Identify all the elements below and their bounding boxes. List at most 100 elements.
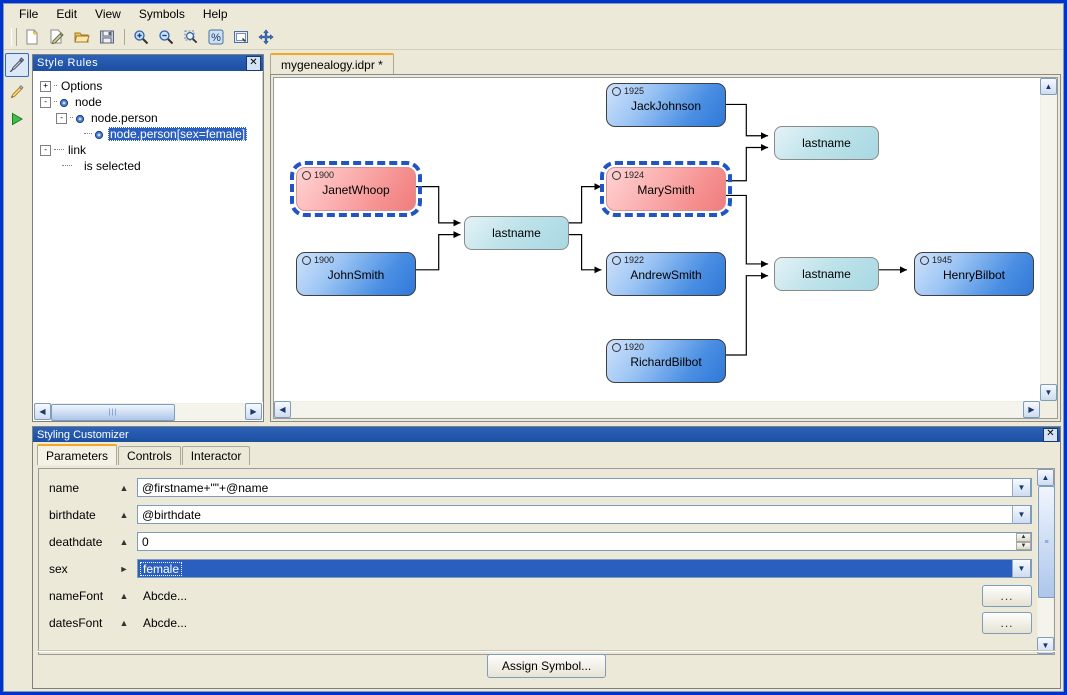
deathdate-value: 0	[142, 534, 149, 549]
zoom-percent-icon[interactable]: %	[204, 25, 228, 49]
collapse-toggle-icon[interactable]: -	[40, 96, 51, 108]
new-document-icon[interactable]	[20, 25, 44, 49]
scroll-up-arrow-icon[interactable]: ▲	[1040, 78, 1057, 95]
sex-field[interactable]: female ▼	[137, 559, 1032, 578]
zoom-fit-icon[interactable]	[229, 25, 253, 49]
menu-item-file[interactable]: File	[19, 7, 39, 21]
namefont-chooser-button[interactable]: ...	[982, 584, 1032, 607]
tree-item-node[interactable]: - node	[40, 94, 262, 110]
scroll-up-arrow-icon[interactable]: ▲	[1037, 469, 1054, 486]
expand-toggle-icon[interactable]: +	[40, 80, 51, 92]
stepper-down-icon[interactable]: ▼	[1016, 541, 1031, 550]
open-folder-icon[interactable]	[70, 25, 94, 49]
close-icon[interactable]: ✕	[1043, 427, 1058, 442]
parameter-row-birthdate: birthdate ▲ @birthdate ▼	[39, 502, 1037, 527]
new-from-wizard-icon[interactable]	[45, 25, 69, 49]
diagram-node-johnsmith[interactable]: 1900 JohnSmith	[296, 252, 416, 296]
sort-arrow-icon[interactable]: ▲	[119, 590, 129, 601]
tree-item-options[interactable]: + Options	[40, 78, 262, 94]
tree-item-is-selected[interactable]: is selected	[40, 158, 262, 174]
deathdate-field[interactable]: 0 ▲ ▼	[137, 532, 1032, 551]
diagram-node-henrybilbot[interactable]: 1945 HenryBilbot	[914, 252, 1034, 296]
chevron-down-icon[interactable]: ▼	[1012, 478, 1031, 497]
chevron-down-icon[interactable]: ▼	[1012, 559, 1031, 578]
node-birthyear: 1900	[302, 255, 334, 265]
node-label: lastname	[802, 136, 851, 150]
diagram-node-andrewsmith[interactable]: 1922 AndrewSmith	[606, 252, 726, 296]
hscroll-track[interactable]	[291, 402, 1023, 417]
hscroll-track[interactable]: |||	[51, 404, 245, 421]
toolbar-grip[interactable]	[11, 27, 17, 46]
style-rules-hscrollbar[interactable]: ◀ ||| ▶	[34, 403, 262, 421]
diagram-node-lastname-3[interactable]: lastname	[774, 257, 879, 291]
scroll-left-arrow-icon[interactable]: ◀	[34, 403, 51, 420]
stepper-up-icon[interactable]: ▲	[1016, 533, 1031, 542]
collapse-toggle-icon[interactable]: -	[40, 144, 51, 156]
birth-ring-icon	[612, 170, 621, 180]
scroll-right-arrow-icon[interactable]: ▶	[245, 403, 262, 420]
birthdate-field[interactable]: @birthdate ▼	[137, 505, 1032, 524]
brush-tool[interactable]	[5, 53, 29, 77]
diagram-canvas[interactable]: 1925 JackJohnson 1900 JanetWhoop	[273, 77, 1058, 419]
scroll-down-arrow-icon[interactable]: ▼	[1037, 637, 1054, 654]
vscroll-track[interactable]: ≡	[1038, 486, 1055, 637]
menu-item-help[interactable]: Help	[202, 7, 228, 21]
zoom-in-icon[interactable]	[129, 25, 153, 49]
zoom-area-icon[interactable]	[179, 25, 203, 49]
birth-ring-icon	[920, 255, 929, 265]
parameter-label: name	[49, 480, 80, 495]
tree-item-link[interactable]: - link	[40, 142, 262, 158]
save-icon[interactable]	[95, 25, 119, 49]
menu-item-symbols[interactable]: Symbols	[138, 7, 185, 21]
diagram-vscrollbar[interactable]: ▲ ▼	[1040, 78, 1057, 401]
tree-item-label: node.person[sex=female]	[108, 127, 248, 141]
diagram-node-richardbilbot[interactable]: 1920 RichardBilbot	[606, 339, 726, 383]
panel-divider	[37, 650, 1056, 652]
tree-item-node-person-female[interactable]: node.person[sex=female]	[40, 126, 262, 142]
diagram-node-marysmith[interactable]: 1924 MarySmith	[600, 161, 732, 217]
expand-arrow-icon[interactable]: ►	[119, 563, 129, 574]
sort-arrow-icon[interactable]: ▲	[119, 482, 129, 493]
diagram-node-lastname-2[interactable]: lastname	[774, 126, 879, 160]
hscroll-thumb[interactable]: |||	[51, 404, 175, 421]
node-birthyear: 1922	[612, 255, 644, 265]
tab-interactor[interactable]: Interactor	[181, 446, 251, 465]
birth-ring-icon	[302, 170, 311, 180]
parameters-vscrollbar[interactable]: ▲ ≡ ▼	[1037, 469, 1055, 654]
tree-connector	[54, 85, 57, 87]
tree-connector	[54, 101, 57, 103]
sort-arrow-icon[interactable]: ▲	[119, 509, 129, 520]
run-tool[interactable]	[5, 107, 29, 131]
tab-parameters[interactable]: Parameters	[37, 444, 118, 465]
chevron-down-icon[interactable]: ▼	[1012, 505, 1031, 524]
sort-arrow-icon[interactable]: ▲	[119, 536, 129, 547]
close-icon[interactable]: ✕	[246, 55, 261, 71]
parameter-label: nameFont	[49, 588, 104, 603]
assign-symbol-button[interactable]: Assign Symbol...	[486, 654, 607, 678]
sort-arrow-icon[interactable]: ▲	[119, 617, 129, 628]
menu-item-view[interactable]: View	[95, 7, 121, 21]
name-field[interactable]: @firstname+""+@name ▼	[137, 478, 1032, 497]
zoom-out-icon[interactable]	[154, 25, 178, 49]
tree-item-node-person[interactable]: - node.person	[40, 110, 262, 126]
pan-tool-icon[interactable]	[254, 25, 278, 49]
tab-controls[interactable]: Controls	[118, 446, 181, 465]
scroll-left-arrow-icon[interactable]: ◀	[274, 401, 291, 418]
vscroll-thumb[interactable]: ≡	[1038, 486, 1055, 598]
menu-item-edit[interactable]: Edit	[56, 7, 78, 21]
styling-customizer-panel: Styling Customizer ✕ Parameters Controls…	[32, 426, 1061, 689]
scroll-down-arrow-icon[interactable]: ▼	[1040, 384, 1057, 401]
scroll-right-arrow-icon[interactable]: ▶	[1023, 401, 1040, 418]
parameter-label: deathdate	[49, 534, 103, 549]
diagram-node-lastname-1[interactable]: lastname	[464, 216, 569, 250]
diagram-node-jackjohnson[interactable]: 1925 JackJohnson	[606, 83, 726, 127]
pencil-tool[interactable]	[5, 80, 29, 104]
deathdate-stepper[interactable]: ▲ ▼	[1016, 533, 1031, 550]
vscroll-track[interactable]	[1041, 95, 1056, 384]
diagram-node-janetwhoop[interactable]: 1900 JanetWhoop	[290, 161, 422, 217]
diagram-hscrollbar[interactable]: ◀ ▶	[274, 401, 1040, 418]
customizer-tab-strip: Parameters Controls Interactor	[33, 444, 1060, 465]
document-tab[interactable]: mygenealogy.idpr *	[270, 53, 394, 74]
datesfont-chooser-button[interactable]: ...	[982, 611, 1032, 634]
collapse-toggle-icon[interactable]: -	[56, 112, 67, 124]
